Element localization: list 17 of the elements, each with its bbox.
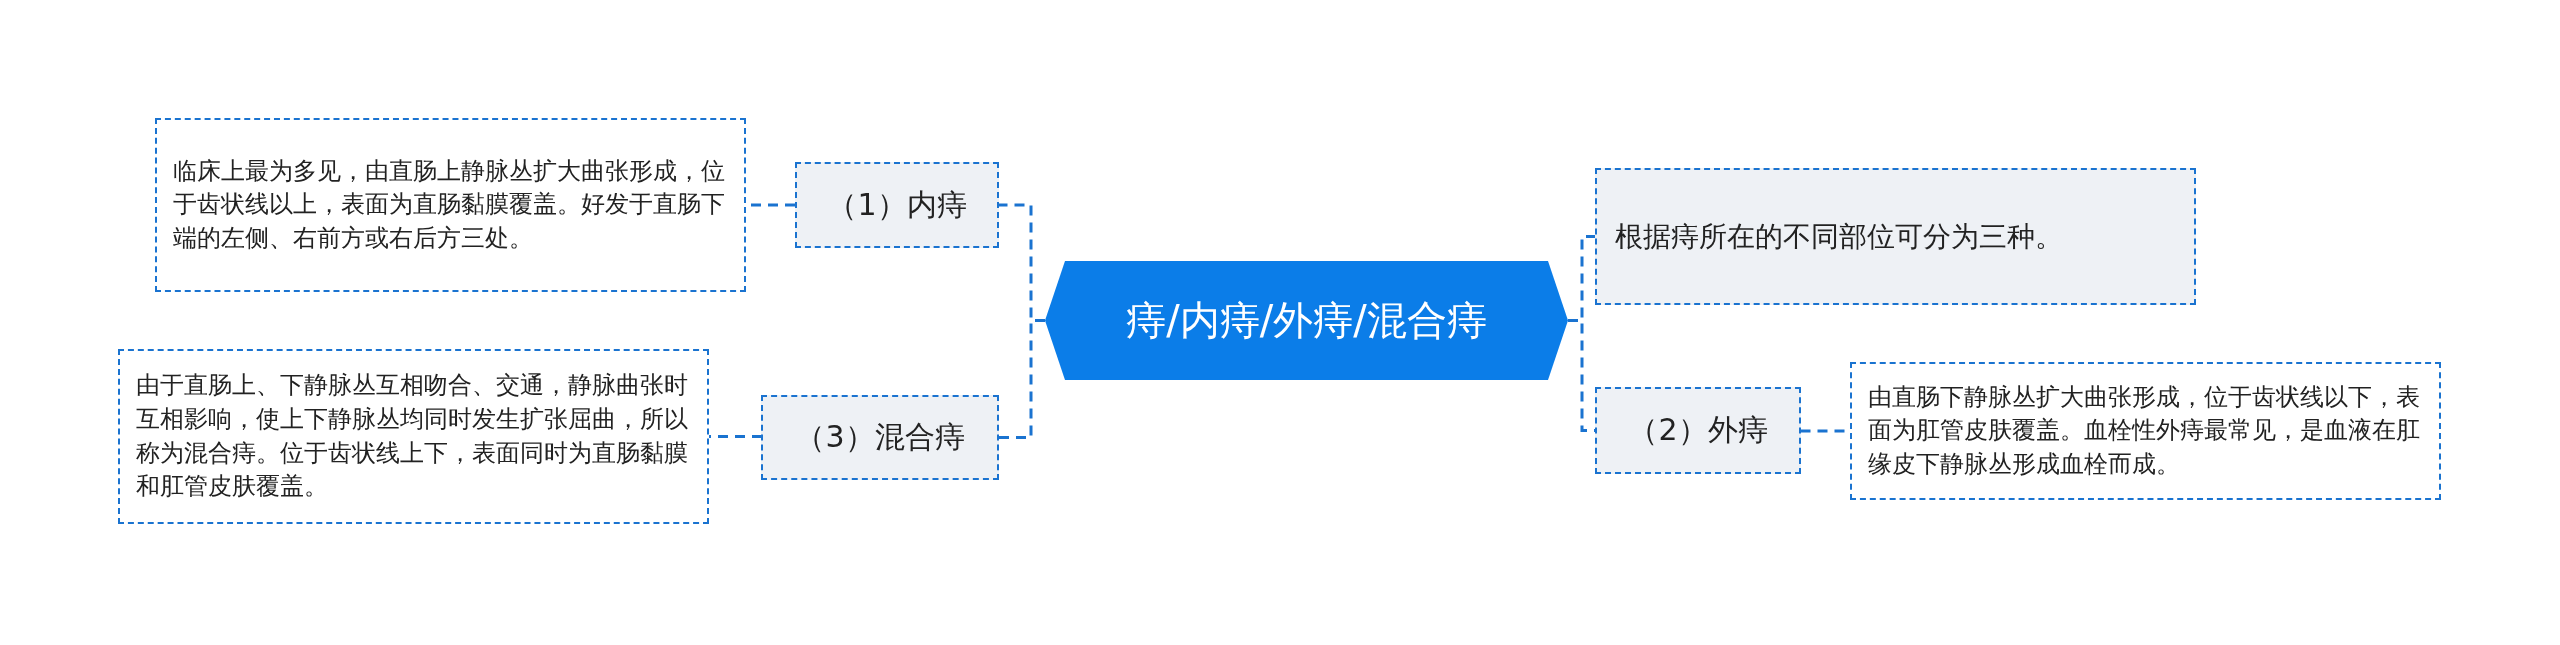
node-text: （1）内痔 xyxy=(827,185,967,224)
topic-box xyxy=(795,162,999,248)
note-box xyxy=(155,118,746,292)
node-text: 临床上最为多见，由直肠上静脉丛扩大曲张形成，位于齿状线以上，表面为直肠黏膜覆盖。好发于直肠下端的左侧、右前方或右后方三处。 xyxy=(173,155,726,254)
node-text: （2）外痔 xyxy=(1628,411,1768,449)
info-box xyxy=(1595,168,2196,305)
connector-line xyxy=(999,319,1045,439)
central-topic-text: 痔/内痔/外痔/混合痔 xyxy=(1126,296,1487,345)
note-box xyxy=(118,349,709,524)
node-text: 由于直肠上、下静脉丛互相吻合、交通，静脉曲张时互相影响，使上下静脉丛均同时发生扩张屈曲，所以称为混合痔。位于齿状线上下，表面同时为直肠黏膜和肛管皮肤覆盖。 xyxy=(136,370,689,503)
node-text: 根据痔所在的不同部位可分为三种。 xyxy=(1615,218,2063,255)
topic-box xyxy=(1595,387,1801,474)
connector-line xyxy=(709,435,763,439)
node-text: 由直肠下静脉丛扩大曲张形成，位于齿状线以下，表面为肛管皮肤覆盖。血栓性外痔最常见，是血液在肛缘皮下静脉丛形成血栓而成。 xyxy=(1868,381,2421,480)
topic-box xyxy=(761,395,999,480)
note-box xyxy=(1850,362,2441,500)
node-text: （3）混合痔 xyxy=(795,418,965,456)
